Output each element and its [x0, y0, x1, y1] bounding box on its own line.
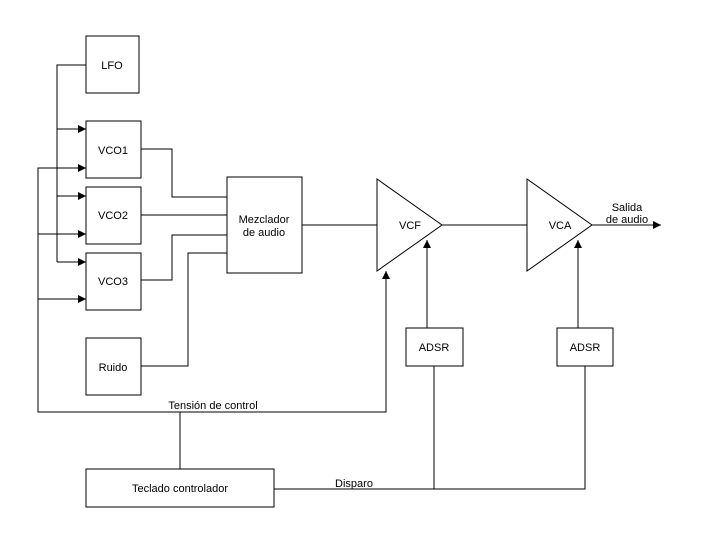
- vco2-block: VCO2: [85, 186, 142, 245]
- vco1-block: VCO1: [85, 120, 142, 179]
- mixer-label-line1: Mezclador: [239, 214, 290, 226]
- lfo-block: LFO: [85, 35, 140, 94]
- adsr-vcf-block: ADSR: [405, 327, 464, 367]
- vcf-block: VCF: [376, 178, 443, 272]
- vco2-label: VCO2: [98, 210, 128, 222]
- lfo-label: LFO: [101, 60, 123, 72]
- keyboard-block: Teclado controlador: [85, 468, 275, 508]
- envelope-wires: [423, 240, 582, 328]
- adsr-vca-label: ADSR: [570, 342, 601, 354]
- vco1-label: VCO1: [98, 145, 128, 157]
- output-label-line1: Salida: [612, 202, 643, 214]
- control-voltage-wires: [37, 164, 390, 469]
- adsr-vcf-label: ADSR: [419, 342, 450, 354]
- vco3-label: VCO3: [98, 276, 128, 288]
- control-voltage-label: Tensión de control: [168, 400, 257, 412]
- vcf-label: VCF: [399, 220, 421, 232]
- vca-block: VCA: [526, 178, 593, 272]
- ruido-label: Ruido: [99, 362, 128, 374]
- trigger-wires: [274, 366, 586, 490]
- vca-label: VCA: [549, 220, 572, 232]
- output-label-line2: de audio: [606, 214, 648, 226]
- lfo-modulation-wires: [56, 64, 86, 266]
- trigger-label: Disparo: [335, 478, 373, 490]
- mixer-label-line2: de audio: [243, 227, 285, 239]
- audio-wires: [141, 148, 661, 367]
- vco3-block: VCO3: [85, 252, 142, 311]
- keyboard-label: Teclado controlador: [132, 483, 228, 495]
- adsr-vca-block: ADSR: [556, 327, 614, 367]
- ruido-block: Ruido: [85, 337, 142, 396]
- mixer-block: Mezclador de audio: [226, 176, 303, 274]
